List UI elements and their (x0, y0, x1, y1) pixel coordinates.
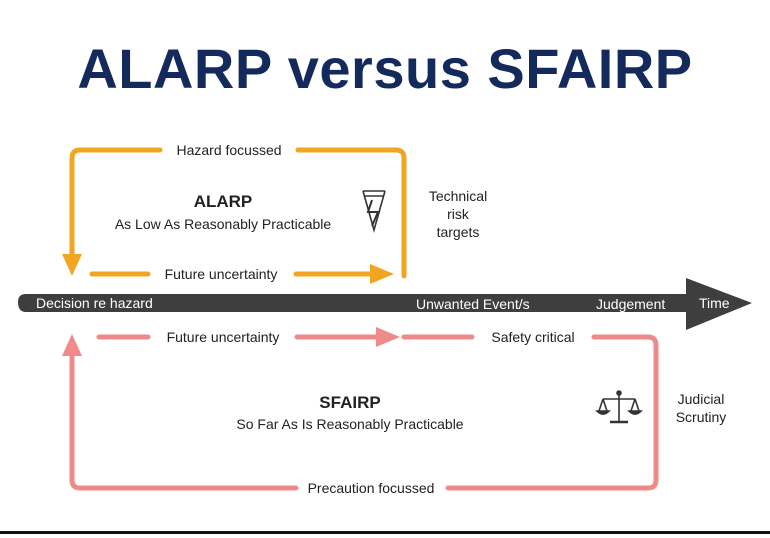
timeline-end-label: Time (699, 295, 730, 311)
alarp-bottom-label: Future uncertainty (165, 266, 278, 282)
alarp-top-label: Hazard focussed (176, 142, 281, 158)
sfairp-loop (69, 334, 659, 491)
sfairp-heading: SFAIRP (319, 393, 380, 412)
alarp-right-arrowhead (370, 264, 394, 284)
timeline-judgement-label: Judgement (596, 296, 665, 312)
scales-of-justice-icon (595, 390, 643, 424)
timeline-arrow (18, 278, 752, 330)
alarp-top-line-left (69, 147, 163, 261)
sfairp-top-left-label: Future uncertainty (167, 329, 280, 345)
sfairp-up-arrowhead (62, 334, 82, 356)
timeline-middle-label: Unwanted Event/s (416, 296, 530, 312)
lightning-hazard-icon (362, 190, 386, 233)
page-title: ALARP versus SFAIRP (77, 37, 693, 100)
bottom-rule (0, 531, 770, 534)
sfairp-subheading: So Far As Is Reasonably Practicable (236, 416, 463, 432)
sfairp-right-line (445, 334, 659, 491)
alarp-down-arrowhead (62, 254, 82, 276)
timeline-start-label: Decision re hazard (36, 295, 153, 311)
alarp-side-label-line1: Technical (429, 188, 487, 204)
alarp-subheading: As Low As Reasonably Practicable (115, 216, 332, 232)
sfairp-top-right-label: Safety critical (491, 329, 574, 345)
alarp-heading: ALARP (194, 192, 253, 211)
alarp-top-line-right (295, 147, 407, 279)
sfairp-bottom-label: Precaution focussed (308, 480, 435, 496)
sfairp-side-label-line2: Scrutiny (676, 409, 727, 425)
sfairp-right-arrowhead (376, 327, 400, 347)
sfairp-left-line (69, 351, 299, 491)
alarp-side-label-line2: risk (447, 206, 470, 222)
alarp-loop (69, 147, 407, 279)
sfairp-side-label-line1: Judicial (678, 391, 725, 407)
alarp-side-label-line3: targets (437, 224, 480, 240)
